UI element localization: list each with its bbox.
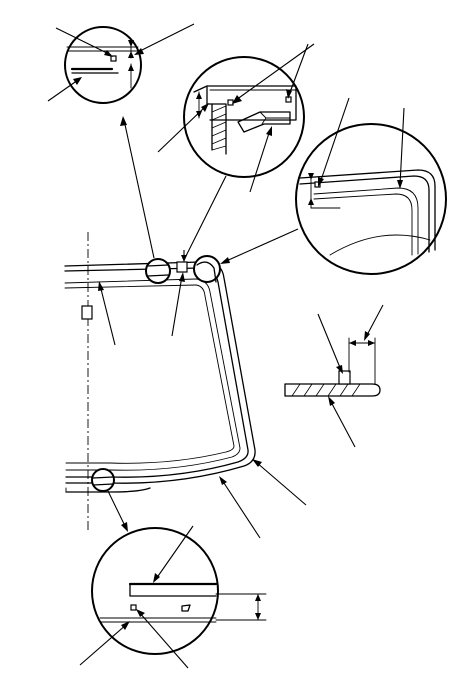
- section-strip: [284, 304, 384, 448]
- detail-right: [295, 97, 447, 275]
- detail-marker-a: [145, 258, 171, 284]
- detail-top-left: [47, 23, 195, 104]
- flange-tab: [176, 261, 188, 273]
- detail-top-middle: [157, 43, 315, 193]
- detail-marker-c: [91, 468, 115, 492]
- detail-bottom: [79, 525, 267, 669]
- locating-pad: [81, 305, 93, 320]
- main-part-outline: [64, 232, 256, 530]
- main-part-leaders: [98, 116, 307, 539]
- detail-marker-b: [193, 255, 221, 283]
